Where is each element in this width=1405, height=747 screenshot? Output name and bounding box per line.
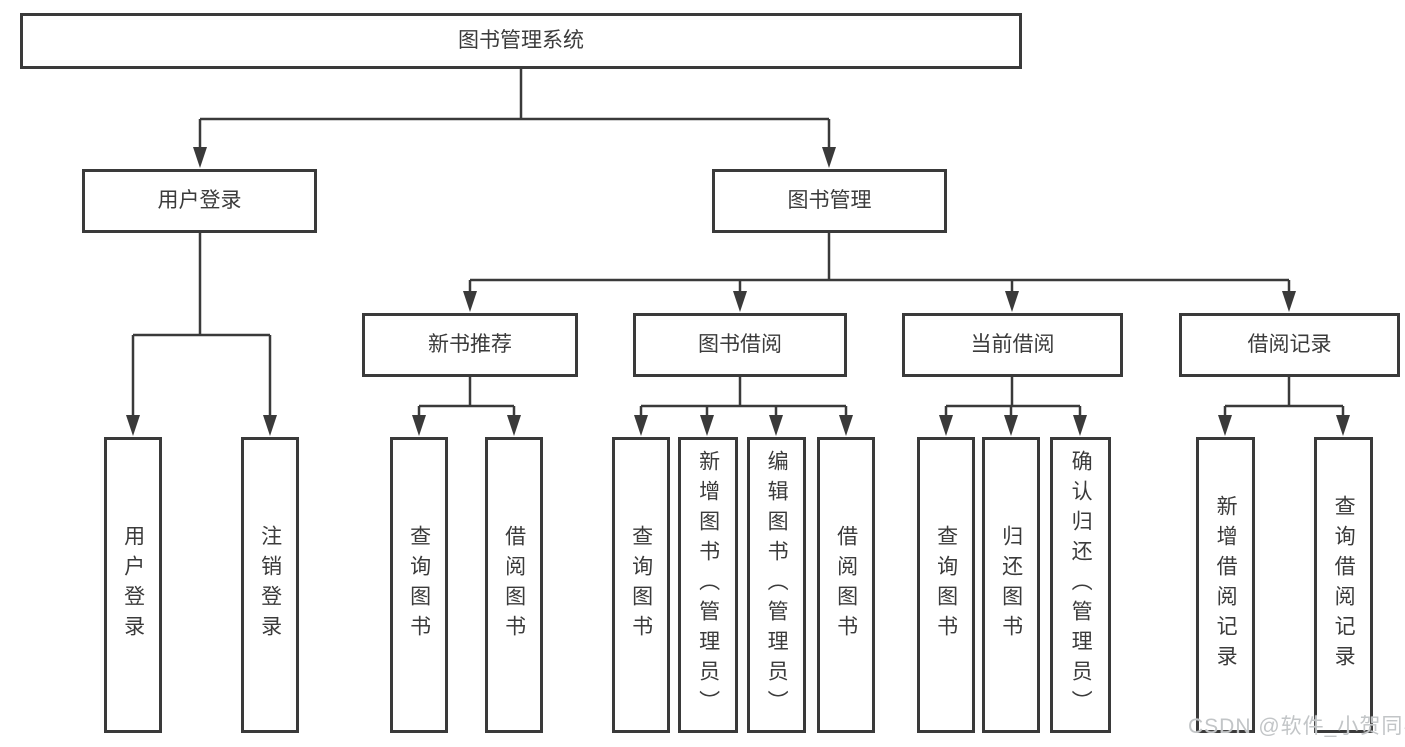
leaf-edit-books-admin: 编辑图书（管理员） [747,437,806,733]
node-book-management-system: 图书管理系统 [20,13,1022,69]
leaf-borrow-books-2: 借阅图书 [817,437,875,733]
node-label: 新增借阅记录 [1214,495,1238,675]
leaf-add-books-admin: 新增图书（管理员） [678,437,738,733]
node-label: 图书管理系统 [458,29,584,53]
node-book-borrowing: 图书借阅 [633,313,847,377]
node-borrowing-records: 借阅记录 [1179,313,1400,377]
leaf-query-books-3: 查询图书 [917,437,975,733]
leaf-add-borrow-record: 新增借阅记录 [1196,437,1255,733]
node-label: 借阅记录 [1247,333,1332,357]
leaf-query-borrow-record: 查询借阅记录 [1314,437,1373,733]
node-label: 查询图书 [407,525,431,645]
node-new-book-recommend: 新书推荐 [362,313,578,377]
watermark-text: CSDN @软件_小贺同学 [1188,715,1405,738]
node-label: 借阅图书 [502,525,526,645]
node-label: 用户登录 [121,525,145,645]
leaf-user-login: 用户登录 [104,437,162,733]
node-label: 编辑图书（管理员） [765,450,789,720]
leaf-query-books-1: 查询图书 [390,437,448,733]
node-label: 当前借阅 [970,333,1055,357]
node-label: 图书管理 [787,189,872,213]
node-label: 借阅图书 [834,525,858,645]
node-book-management: 图书管理 [712,169,947,233]
leaf-confirm-return-admin: 确认归还（管理员） [1050,437,1111,733]
node-label: 注销登录 [258,525,282,645]
node-label: 查询图书 [629,525,653,645]
node-label: 新增图书（管理员） [696,450,720,720]
node-label: 查询图书 [934,525,958,645]
node-label: 用户登录 [157,189,242,213]
node-current-borrowing: 当前借阅 [902,313,1123,377]
leaf-query-books-2: 查询图书 [612,437,670,733]
leaf-return-books: 归还图书 [982,437,1040,733]
node-label: 图书借阅 [698,333,782,357]
leaf-borrow-books-1: 借阅图书 [485,437,543,733]
node-label: 确认归还（管理员） [1069,450,1093,720]
leaf-logout: 注销登录 [241,437,299,733]
node-label: 新书推荐 [428,333,512,357]
node-user-login: 用户登录 [82,169,317,233]
node-label: 归还图书 [999,525,1023,645]
node-label: 查询借阅记录 [1332,495,1356,675]
